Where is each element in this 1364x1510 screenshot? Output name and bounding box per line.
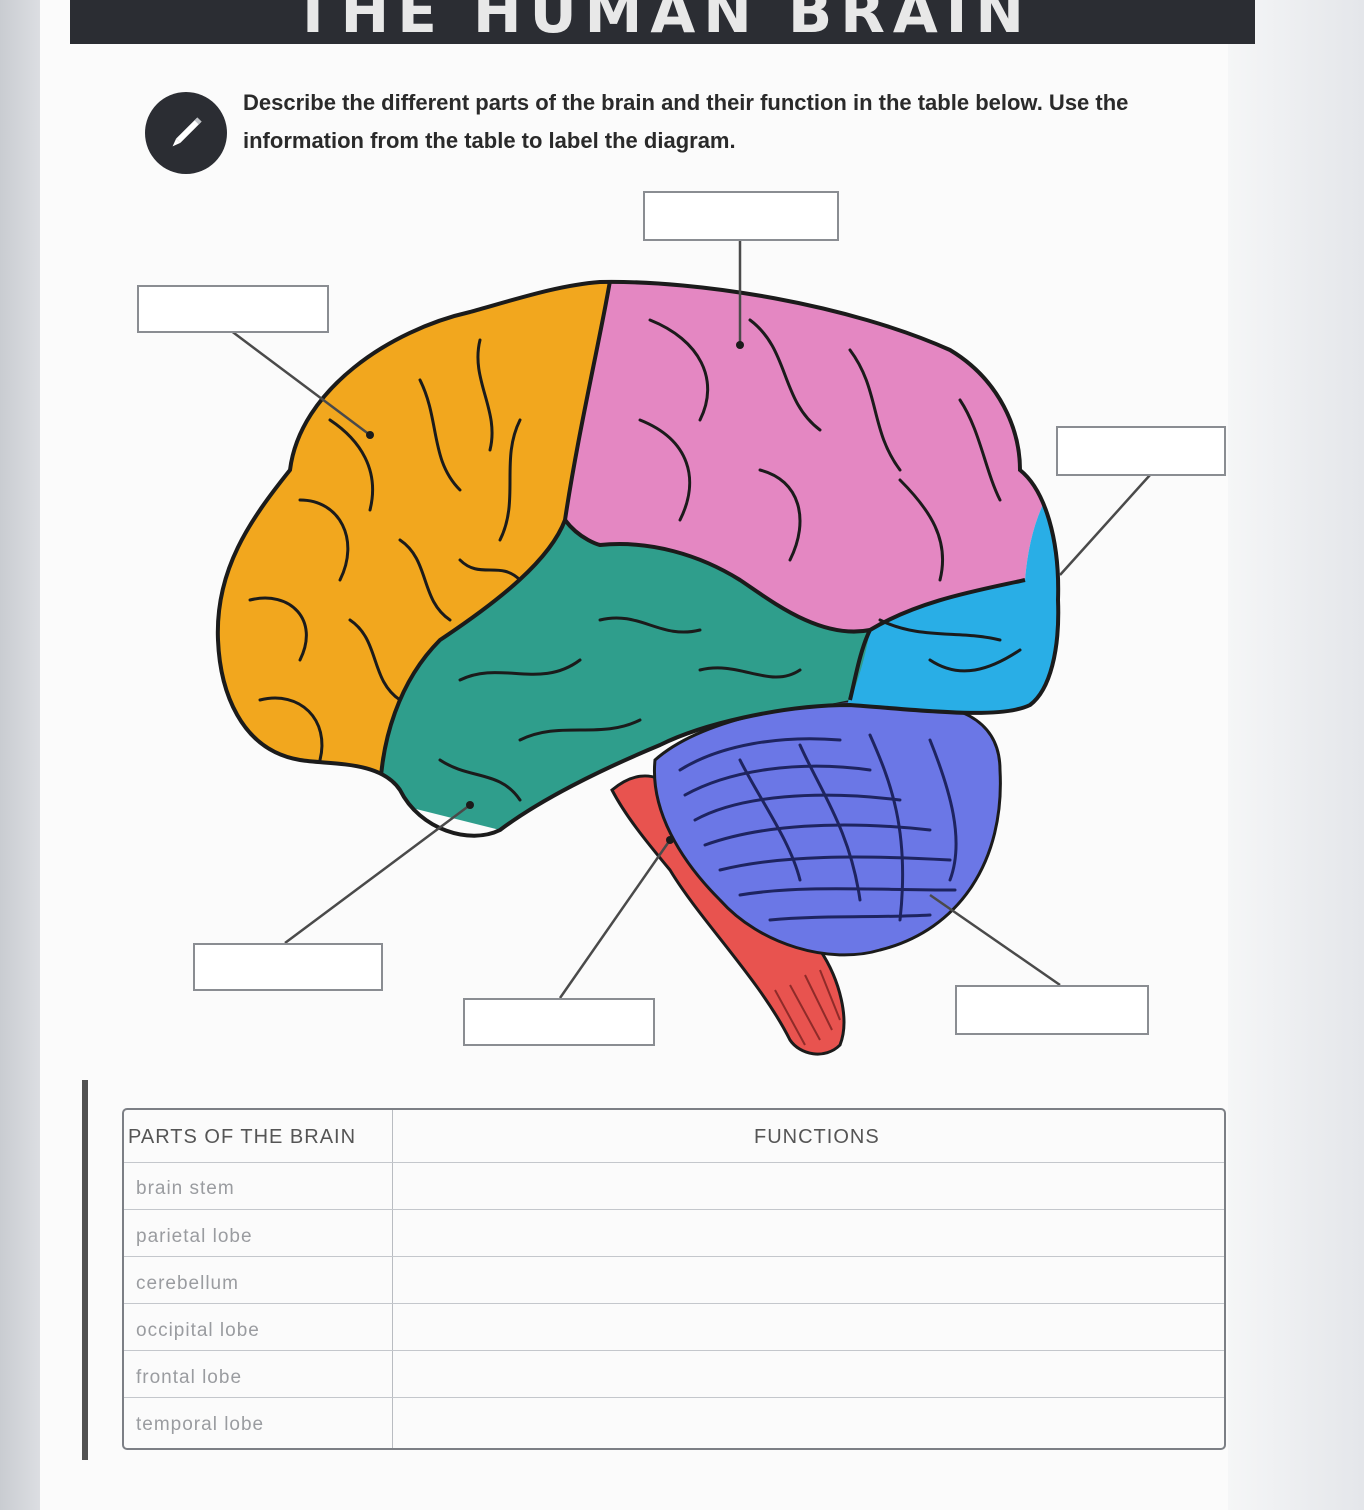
- table-row-part: occipital lobe: [136, 1320, 260, 1341]
- column-header-functions: FUNCTIONS: [754, 1126, 880, 1148]
- table-row-function[interactable]: [402, 1403, 1212, 1439]
- row-divider: [124, 1397, 1224, 1398]
- label-box-right[interactable]: [1056, 426, 1226, 476]
- table-row-part: temporal lobe: [136, 1414, 265, 1435]
- label-box-bottom-middle[interactable]: [463, 998, 655, 1046]
- table-row-function[interactable]: [402, 1168, 1212, 1204]
- label-box-upper-left[interactable]: [137, 285, 329, 333]
- page-title: THE HUMAN BRAIN: [293, 0, 1032, 44]
- background-right: [1228, 0, 1364, 1510]
- pencil-icon: [145, 92, 227, 174]
- row-divider: [124, 1162, 1224, 1163]
- table-row-part: frontal lobe: [136, 1367, 243, 1388]
- label-box-bottom-right[interactable]: [955, 985, 1149, 1035]
- row-divider: [124, 1256, 1224, 1257]
- parts-functions-table: PARTS OF THE BRAIN FUNCTIONS brain stem …: [122, 1108, 1226, 1450]
- table-row-part: parietal lobe: [136, 1226, 253, 1247]
- table-row-function[interactable]: [402, 1309, 1212, 1345]
- background-left: [0, 0, 40, 1510]
- table-row-function[interactable]: [402, 1262, 1212, 1298]
- brain-diagram: [215, 238, 1151, 1056]
- table-row-part: cerebellum: [136, 1273, 239, 1294]
- page-margin-line: [82, 1080, 88, 1460]
- temporal-lobe: [380, 520, 870, 830]
- row-divider: [124, 1350, 1224, 1351]
- label-box-lower-left[interactable]: [193, 943, 383, 991]
- table-row-part: brain stem: [136, 1178, 235, 1199]
- label-box-top[interactable]: [643, 191, 839, 241]
- row-divider: [124, 1209, 1224, 1210]
- table-row-function[interactable]: [402, 1215, 1212, 1251]
- leader-lines: [229, 238, 1151, 999]
- title-bar: THE HUMAN BRAIN: [70, 0, 1255, 44]
- instructions-text: Describe the different parts of the brai…: [243, 90, 1129, 153]
- column-header-parts: PARTS OF THE BRAIN: [128, 1126, 357, 1148]
- column-divider: [392, 1110, 393, 1448]
- table-row-function[interactable]: [402, 1356, 1212, 1392]
- row-divider: [124, 1303, 1224, 1304]
